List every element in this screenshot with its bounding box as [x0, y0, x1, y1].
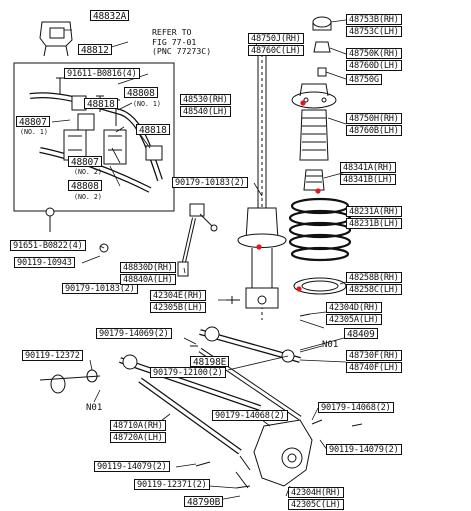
part-42305b: 42305B(LH)	[150, 302, 206, 313]
refer-note-line2: FIG 77-01	[152, 36, 197, 47]
part-48808-no2-sub: (NO. 2)	[74, 193, 102, 201]
stabilizer-inset-frame	[13, 62, 175, 212]
part-90179-10183-upper: 90179-10183(2)	[172, 177, 248, 188]
part-42305c: 42305C(LH)	[288, 499, 344, 510]
part-48198e: 48198E	[190, 356, 230, 368]
part-48790b: 48790B	[184, 496, 224, 508]
marker-upper-mount	[300, 100, 306, 106]
part-48231b: 48231B(LH)	[346, 218, 402, 229]
part-48760b: 48760B(LH)	[346, 125, 402, 136]
part-48750g: 48750G	[346, 74, 382, 85]
part-48730f: 48730F(RH)	[346, 350, 402, 361]
part-42304e: 42304E(RH)	[150, 290, 206, 301]
part-48750j: 48750J(RH)	[248, 33, 304, 44]
part-42305a: 42305A(LH)	[326, 314, 382, 325]
part-90119-12371: 90119-12371(2)	[134, 479, 210, 490]
part-90119-14079-right: 90119-14079(2)	[326, 444, 402, 455]
refer-note-line1: REFER TO	[152, 27, 192, 37]
part-91651-b0822: 91651-B0822(4)	[10, 240, 86, 251]
part-90179-14069: 90179-14069(2)	[96, 328, 172, 339]
part-90119-10943: 90119-10943	[14, 257, 75, 268]
part-42304h: 42304H(RH)	[288, 487, 344, 498]
part-90179-14068-center: 90179-14068(2)	[212, 410, 288, 421]
stabilizer-link	[177, 203, 218, 277]
marker-bump-stop	[315, 188, 321, 194]
marker-lower-insulator	[296, 286, 302, 292]
part-48753c: 48753C(LH)	[346, 26, 402, 37]
part-48760d: 48760D(LH)	[346, 60, 402, 71]
part-48818-b: 48818	[136, 124, 170, 136]
part-48830d: 48830D(RH)	[120, 262, 176, 273]
stabilizer-bushings	[63, 95, 163, 165]
part-90179-10183-lower: 90179-10183(2)	[62, 283, 138, 294]
part-48807-no2-sub: (NO. 2)	[74, 168, 102, 176]
lower-spring-insulator	[293, 277, 347, 295]
part-48808-no2: 48808	[68, 180, 102, 192]
n01-note-upper: N01	[322, 340, 339, 350]
part-48832a: 48832A	[90, 10, 130, 22]
part-91611-b0816: 91611-B0816(4)	[64, 68, 140, 79]
part-48750h: 48750H(RH)	[346, 113, 402, 124]
part-48540: 48540(LH)	[180, 106, 231, 117]
part-90179-12100: 90179-12100(2)	[150, 367, 226, 378]
n01-note-lower: N01	[86, 403, 103, 413]
upper-mount-stack	[291, 16, 337, 191]
part-48818-a: 48818	[84, 98, 118, 110]
part-48409: 48409	[344, 328, 378, 340]
shock-absorber	[237, 48, 287, 309]
part-48808-no1: 48808	[124, 87, 158, 99]
part-48341b: 48341B(LH)	[340, 174, 396, 185]
part-48760c: 48760C(LH)	[248, 45, 304, 56]
part-48341a: 48341A(RH)	[340, 162, 396, 173]
part-48258b: 48258B(RH)	[346, 272, 402, 283]
part-48740f: 48740F(LH)	[346, 362, 402, 373]
part-42304d: 42304D(RH)	[326, 302, 382, 313]
part-48807-no1-sub: (NO. 1)	[20, 128, 48, 136]
part-48530: 48530(RH)	[180, 94, 231, 105]
part-48710a: 48710A(RH)	[110, 420, 166, 431]
refer-note-line3: (PNC 77273C)	[152, 46, 212, 56]
marker-shock-absorber	[256, 244, 262, 250]
arm-bushing-washer	[39, 369, 101, 394]
stabilizer-mount-bracket	[39, 21, 73, 57]
part-48808-no1-sub: (NO. 1)	[133, 100, 161, 108]
part-48812: 48812	[78, 44, 112, 56]
part-48231a: 48231A(RH)	[346, 206, 402, 217]
part-90119-14079-left: 90119-14079(2)	[94, 461, 170, 472]
part-48753b: 48753B(RH)	[346, 14, 402, 25]
rear-axle-carrier	[235, 419, 313, 489]
part-48258c: 48258C(LH)	[346, 284, 402, 295]
lower-arms	[119, 326, 302, 455]
part-48750k: 48750K(RH)	[346, 48, 402, 59]
coil-spring	[288, 197, 352, 262]
part-90179-14068-right: 90179-14068(2)	[318, 402, 394, 413]
part-48720a: 48720A(LH)	[110, 432, 166, 443]
part-90119-12372: 90119-12372	[22, 350, 83, 361]
part-48807-no2: 48807	[68, 156, 102, 168]
part-48807-no1: 48807	[16, 116, 50, 128]
highlight-markers	[256, 100, 321, 292]
part-48840a: 48840A(LH)	[120, 274, 176, 285]
